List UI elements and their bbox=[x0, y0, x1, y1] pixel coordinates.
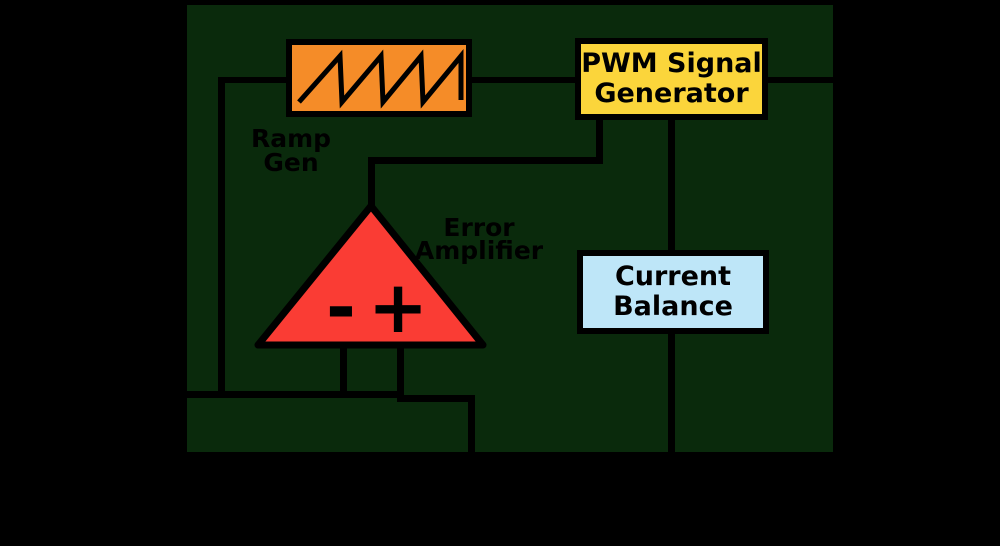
error-amplifier-label-line1: Error bbox=[443, 213, 515, 242]
inverting-input-symbol: - bbox=[326, 265, 356, 349]
pwm-label-line2: Generator bbox=[594, 78, 749, 109]
wire-bottom-left-horizontal bbox=[187, 391, 404, 398]
error-amplifier-label-line2: Amplifier bbox=[414, 236, 544, 265]
wire-noninverting-input-drop bbox=[397, 344, 404, 402]
noninverting-input-symbol: + bbox=[368, 265, 428, 349]
wire-pwm-output-right bbox=[768, 77, 833, 83]
pwm-label-line1: PWM Signal bbox=[581, 48, 762, 79]
wire-amp-apex-vertical bbox=[368, 157, 375, 212]
current-balance-label-line1: Current bbox=[614, 261, 732, 292]
ramp-gen-label-line1: Ramp bbox=[250, 124, 332, 153]
ramp-gen-block bbox=[286, 39, 472, 117]
wire-left-bus-vertical bbox=[218, 77, 225, 397]
wire-inverting-input-drop bbox=[340, 344, 347, 398]
current-balance-block: Current Balance bbox=[577, 250, 769, 334]
error-amplifier-label: Error Amplifier bbox=[398, 213, 560, 265]
sawtooth-waveform-icon bbox=[297, 49, 464, 109]
ramp-gen-label-line2: Gen bbox=[263, 148, 319, 177]
wire-pwm-bottom-drop bbox=[596, 118, 603, 164]
error-amplifier-triangle: - + bbox=[254, 202, 487, 349]
wire-bottom-right-horizontal bbox=[397, 395, 475, 402]
pwm-signal-generator-block: PWM Signal Generator bbox=[575, 38, 768, 120]
wire-bottom-exit-vertical bbox=[468, 395, 475, 452]
wire-rampgen-to-pwm bbox=[472, 77, 575, 83]
wire-pwm-to-amp-horizontal bbox=[368, 157, 603, 164]
ramp-gen-label: Ramp Gen bbox=[229, 124, 353, 177]
wire-rampgen-to-left-bus bbox=[218, 77, 290, 83]
current-balance-label-line2: Balance bbox=[613, 291, 733, 322]
